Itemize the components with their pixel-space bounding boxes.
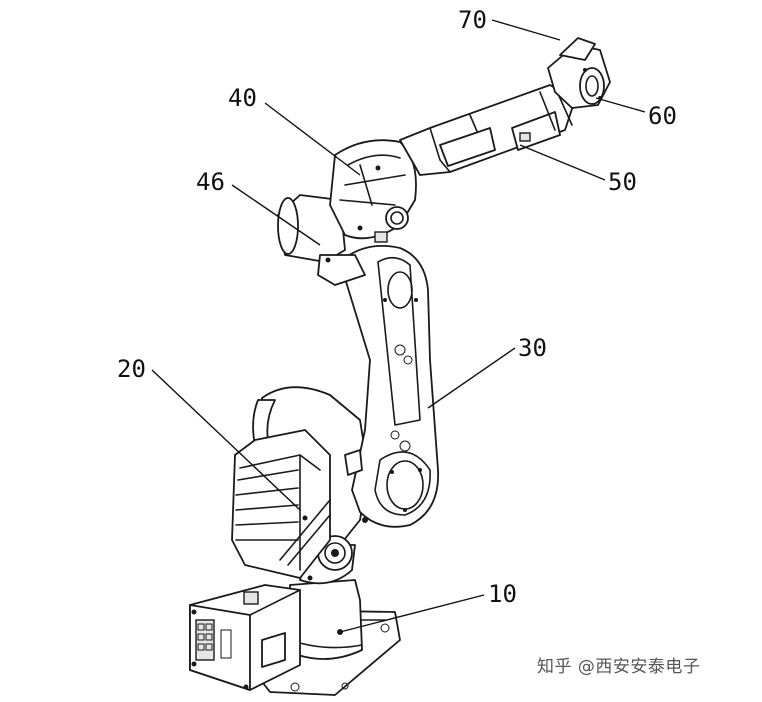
callout-10: 10 (488, 580, 517, 608)
elbow-housing (277, 139, 417, 286)
wrist-flange (547, 37, 611, 109)
callout-70: 70 (458, 6, 487, 34)
leader-40 (264, 102, 361, 176)
leader-50 (519, 144, 606, 181)
leader-60 (595, 97, 646, 113)
leader-46 (231, 184, 321, 246)
leader-lines (151, 19, 646, 633)
leader-10 (339, 594, 485, 633)
turret-housing (231, 386, 369, 585)
callout-50: 50 (608, 168, 637, 196)
callout-40: 40 (228, 84, 257, 112)
callout-20: 20 (117, 355, 146, 383)
leader-70 (491, 19, 561, 41)
connector-box (189, 584, 301, 691)
callout-60: 60 (648, 102, 677, 130)
watermark: 知乎 @西安安泰电子 (537, 657, 701, 677)
leader-20 (151, 369, 301, 511)
callout-46: 46 (196, 168, 225, 196)
forearm (399, 84, 576, 176)
callout-30: 30 (518, 334, 547, 362)
lower-arm (339, 245, 439, 528)
leader-30 (427, 347, 516, 409)
